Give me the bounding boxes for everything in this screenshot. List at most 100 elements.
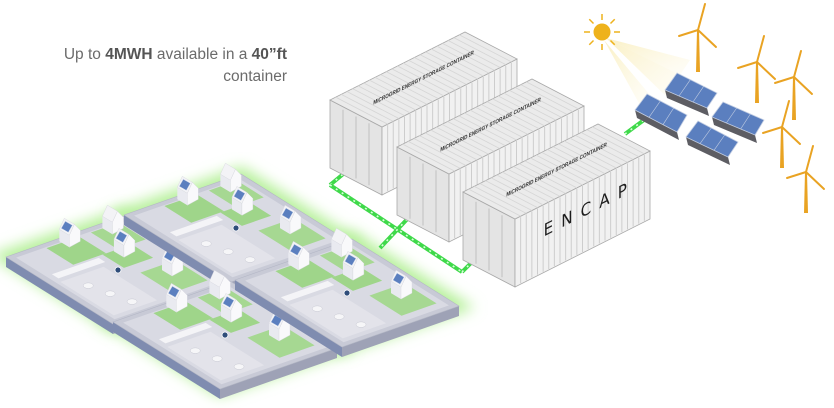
roof-rib [363, 82, 416, 111]
roof-rib [397, 65, 450, 94]
turbine-tower [696, 30, 700, 72]
roof-rib [335, 96, 388, 125]
roof-rib [413, 138, 467, 166]
sun-ray [609, 39, 616, 46]
neighborhood-microgrid [5, 162, 460, 399]
roof-rib [346, 91, 400, 119]
roof-rib [558, 143, 611, 172]
roof-rib [485, 180, 538, 209]
roof-rib [430, 129, 483, 158]
roof-rib [520, 84, 573, 113]
panel-grid-line [713, 134, 725, 151]
house [59, 218, 81, 248]
sun-icon [584, 14, 620, 50]
house-wall-right [230, 168, 242, 193]
roof-rib [526, 81, 579, 110]
roof-rib [380, 74, 433, 102]
platform-side [113, 322, 220, 399]
house [288, 241, 310, 271]
panel-grid-line [662, 107, 674, 125]
car [190, 347, 201, 354]
roof-rib [369, 79, 422, 108]
roof-rib [436, 126, 489, 155]
roof-rib [431, 48, 484, 77]
house-wall-left [288, 252, 299, 271]
wind-turbines [678, 3, 825, 213]
turbine-tower [792, 77, 796, 120]
roof-rib [419, 54, 473, 83]
roof-rib [552, 146, 606, 175]
roof-rib [441, 123, 495, 152]
rooftop-solar-panel [392, 272, 405, 285]
roof-rib [408, 59, 461, 88]
headline-middle: available in a [152, 46, 252, 63]
lawn [369, 283, 437, 316]
platform-side [6, 257, 113, 334]
roof-rib [580, 132, 634, 160]
car [201, 240, 212, 247]
house [209, 269, 231, 300]
roof-rib [592, 126, 645, 155]
car [104, 290, 116, 297]
platform-side [124, 215, 231, 292]
house-wall-right [230, 299, 243, 323]
headline-capacity: 4MWH [105, 46, 153, 63]
lawn [46, 236, 106, 265]
roof-rib [530, 157, 583, 186]
turbine-tower [755, 62, 759, 103]
carport [158, 322, 213, 344]
sun-beam [606, 38, 690, 75]
house [331, 227, 353, 258]
platform-front [342, 306, 459, 357]
roof-rib [564, 140, 617, 169]
roof-rib [453, 118, 506, 147]
carport [51, 257, 106, 279]
house-wall-right [176, 288, 188, 313]
car [222, 248, 234, 255]
solar-panel [634, 93, 688, 140]
car [126, 298, 138, 305]
panel-stand [635, 110, 679, 140]
house [268, 311, 291, 342]
house [279, 204, 302, 235]
turbine-blade [756, 35, 765, 63]
lawn [153, 301, 213, 330]
roof-rib [479, 183, 533, 211]
house-wall-right [352, 257, 365, 281]
car [211, 355, 223, 362]
roof-rib [425, 51, 478, 80]
storage-containers: MICROGRID ENERGY STORAGE CONTAINERMICROG… [329, 31, 651, 288]
house [166, 283, 188, 313]
house-roof [209, 269, 225, 288]
lawn [164, 194, 224, 223]
house-wall-right [69, 223, 81, 248]
rooftop-solar-panel [179, 179, 191, 191]
turbine-blade [762, 126, 783, 134]
turbine-blade [756, 61, 776, 80]
rooftop-solar-panel [233, 189, 246, 201]
turbine-blade [697, 3, 706, 31]
roof-rib [386, 71, 439, 100]
turbine-blade [678, 29, 699, 37]
house-roof [220, 162, 236, 181]
house [342, 251, 365, 281]
headline-size: 40”ft [251, 46, 287, 63]
roof-rib [514, 87, 568, 115]
roof-rib [586, 129, 639, 158]
roof-rib [424, 132, 478, 161]
rooftop-solar-panel [290, 244, 302, 256]
roof-rib [502, 171, 555, 200]
city-block [234, 227, 460, 357]
roof-rib [475, 106, 528, 135]
roof-rib [419, 135, 472, 164]
ev-charger-icon [343, 289, 351, 297]
panel-grid-line [699, 127, 712, 144]
platform-front [220, 348, 337, 399]
roof-rib [547, 149, 600, 177]
roof-rib [468, 188, 521, 217]
wind-turbine-icon [678, 3, 717, 72]
house [220, 162, 242, 193]
house-wall-right [289, 210, 302, 235]
